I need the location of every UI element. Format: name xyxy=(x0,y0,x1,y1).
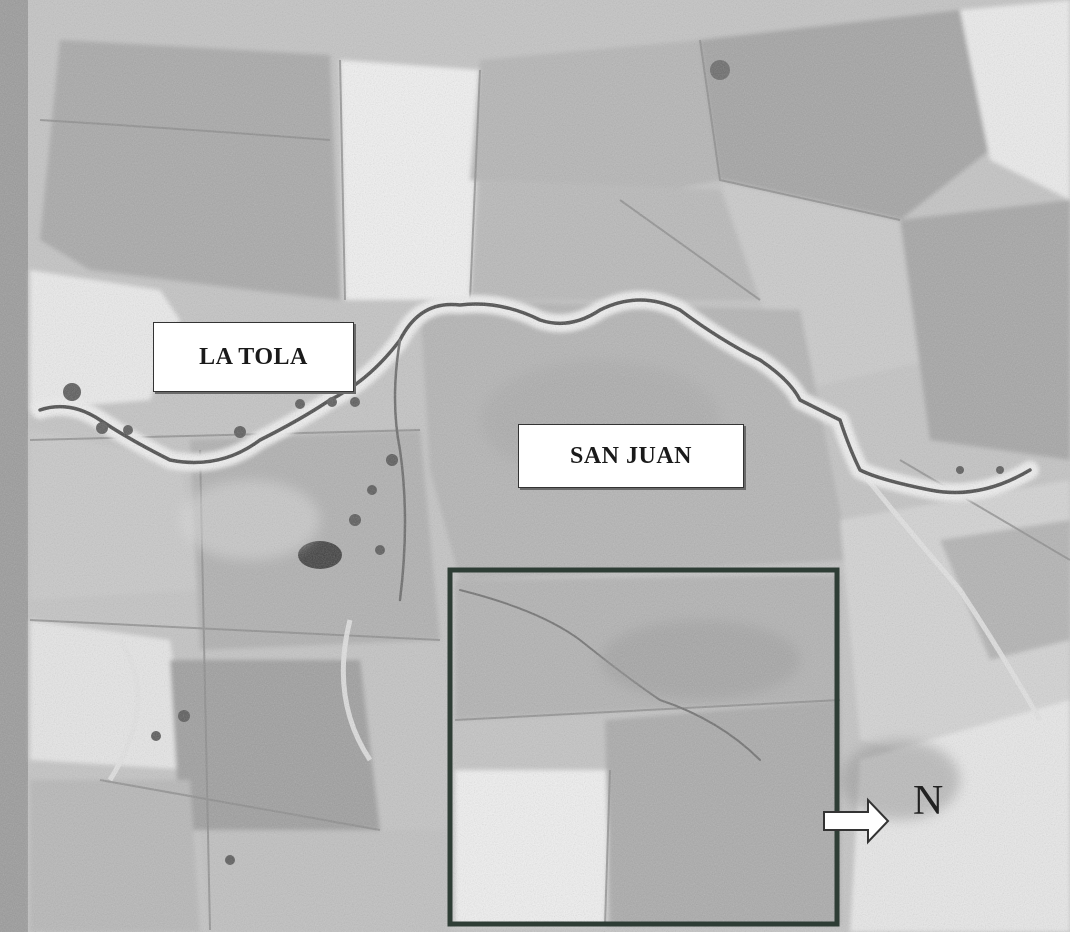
north-arrow-icon xyxy=(823,797,890,845)
place-label-san-juan-text: SAN JUAN xyxy=(569,442,692,469)
place-label-la-tola-text: LA TOLA xyxy=(199,343,308,370)
place-label-la-tola: LA TOLA xyxy=(153,322,354,392)
place-label-san-juan: SAN JUAN xyxy=(518,424,744,488)
north-arrow-label: N xyxy=(913,778,944,824)
study-area-rectangle xyxy=(447,567,840,927)
